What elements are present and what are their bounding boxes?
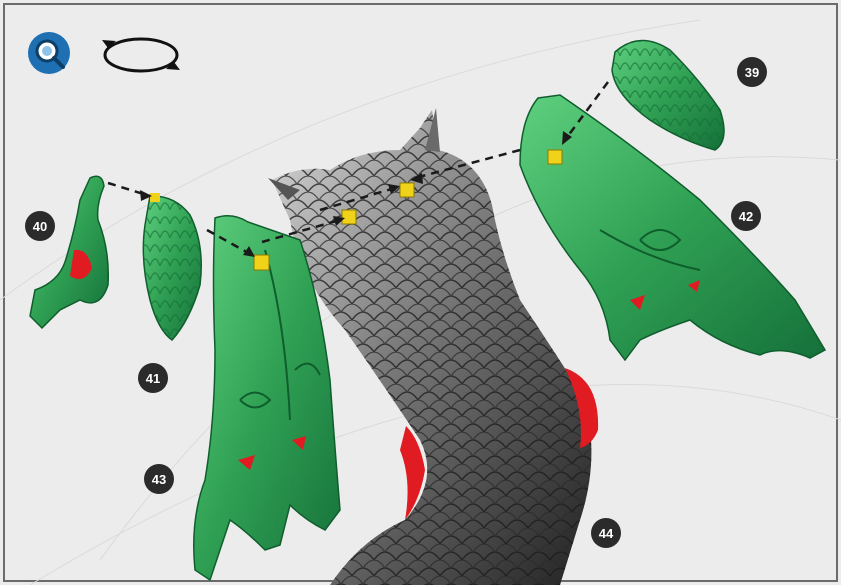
part-number-43: 43 xyxy=(144,464,174,494)
part-number-44: 44 xyxy=(591,518,621,548)
part-number-39: 39 xyxy=(737,57,767,87)
magnifier-icon[interactable] xyxy=(26,30,72,76)
part-number-40: 40 xyxy=(25,211,55,241)
rotate-arrows-icon[interactable] xyxy=(100,32,182,78)
part-number-42: 42 xyxy=(731,201,761,231)
part-number-41: 41 xyxy=(138,363,168,393)
